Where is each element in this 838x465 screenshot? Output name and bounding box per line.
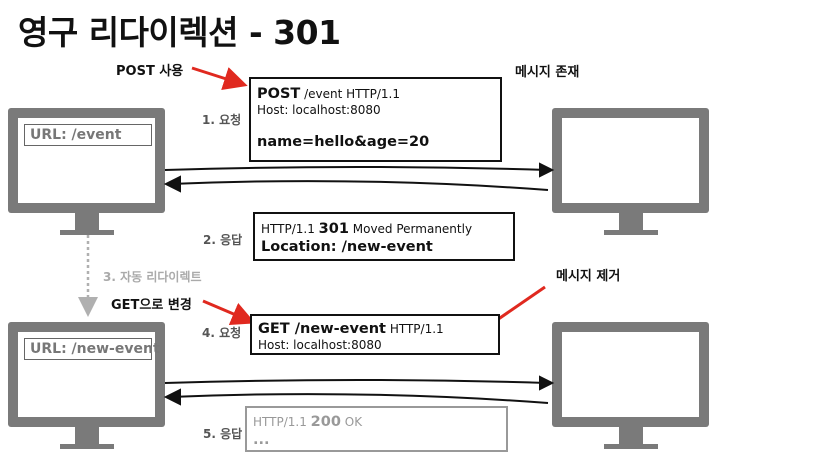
step-5-label: 5. 응답 [203, 427, 243, 441]
response-2-status-line: HTTP/1.1 200 OK [253, 411, 500, 431]
request-2-host: Host: localhost:8080 [258, 338, 382, 353]
request-2-method-path: GET /new-event [258, 321, 386, 337]
response-2-ellipsis: ... [253, 432, 270, 449]
client-url-field-bottom[interactable]: URL: /new-event [24, 338, 160, 360]
response-2-proto: HTTP/1.1 [253, 415, 311, 429]
request-2-proto: HTTP/1.1 [386, 322, 444, 336]
message-exists-label: 메시지 존재 [515, 65, 580, 80]
get-change-label: GET으로 변경 [111, 298, 192, 313]
request-2-line: GET /new-event HTTP/1.1 [258, 318, 492, 338]
response-2-message: HTTP/1.1 200 OK ... [245, 406, 508, 452]
post-use-label: POST 사용 [116, 64, 184, 79]
flow-arrows-bottom [163, 375, 555, 406]
server-monitor-top [552, 108, 709, 235]
step-3-label: 3. 자동 리다이렉트 [103, 270, 202, 284]
response-1-message: HTTP/1.1 301 Moved Permanently Location:… [253, 212, 515, 261]
step-4-label: 4. 요청 [202, 326, 242, 340]
request-1-message: POST /event HTTP/1.1 Host: localhost:808… [249, 77, 502, 162]
response-1-code: 301 [318, 221, 349, 237]
message-removed-label: 메시지 제거 [556, 269, 621, 284]
page-title: 영구 리다이렉션 - 301 [18, 13, 341, 52]
request-1-body: name=hello&age=20 [257, 134, 430, 151]
response-1-proto: HTTP/1.1 [261, 222, 319, 236]
step-1-label: 1. 요청 [202, 113, 242, 127]
response-2-reason: OK [340, 415, 363, 429]
response-1-reason: Moved Permanently [348, 222, 473, 236]
server-monitor-bottom [552, 322, 709, 449]
request-1-path: /event HTTP/1.1 [300, 87, 400, 101]
step-2-label: 2. 응답 [203, 233, 243, 247]
flow-arrows-top [163, 162, 555, 193]
request-1-method: POST [257, 86, 301, 102]
response-1-status-line: HTTP/1.1 301 Moved Permanently [261, 218, 507, 238]
request-2-message: GET /new-event HTTP/1.1 Host: localhost:… [250, 314, 500, 355]
request-1-line: POST /event HTTP/1.1 [257, 83, 494, 103]
response-1-location: Location: /new-event [261, 239, 433, 256]
response-2-code: 200 [310, 414, 341, 430]
client-url-field-top[interactable]: URL: /event [24, 124, 152, 146]
request-1-host: Host: localhost:8080 [257, 103, 381, 118]
